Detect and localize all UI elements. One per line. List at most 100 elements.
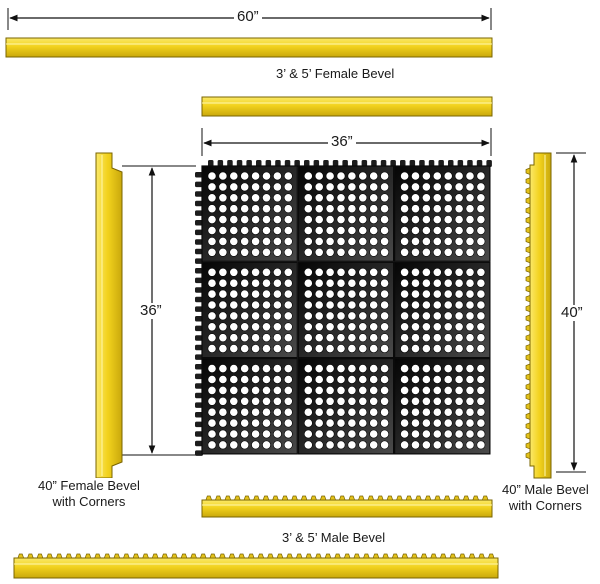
mat-drain-hole — [251, 289, 260, 299]
mat-drain-hole — [240, 429, 250, 439]
mat-drain-hole — [454, 193, 464, 203]
bevel-tooth — [132, 553, 140, 559]
bevel-tooth — [525, 216, 531, 225]
mat-drain-hole — [325, 407, 335, 417]
mat-drain-hole — [454, 429, 464, 439]
mat-drain-hole — [314, 440, 324, 450]
mat-drain-hole — [443, 236, 453, 246]
mat-drain-hole — [347, 289, 357, 299]
mat-drain-hole — [358, 396, 368, 406]
bevel-tooth — [525, 226, 531, 234]
bevel-tooth — [300, 495, 308, 501]
bevel-tooth — [329, 495, 337, 501]
mat-drain-hole — [400, 236, 409, 246]
mat-drain-hole — [272, 236, 282, 246]
mat-drain-hole — [251, 171, 260, 181]
mat-interlock-knob — [195, 316, 203, 322]
mat-drain-hole — [240, 204, 250, 214]
mat-drain-hole — [465, 300, 475, 310]
mat-drain-hole — [229, 300, 239, 310]
mat-drain-hole — [411, 278, 420, 288]
mat-drain-hole — [325, 344, 335, 353]
mat-drain-hole — [314, 182, 324, 192]
mat-drain-hole — [262, 311, 271, 321]
mat-drain-hole — [240, 418, 250, 428]
mat-drain-hole — [347, 364, 357, 373]
mat-drain-hole — [400, 226, 409, 235]
mat-drain-hole — [272, 375, 282, 384]
mat-drain-hole — [454, 215, 464, 224]
mat-drain-hole — [229, 344, 239, 353]
mat-drain-hole — [283, 364, 293, 373]
mat-drain-hole — [411, 429, 420, 439]
mat-drain-hole — [454, 440, 464, 450]
mat-drain-hole — [272, 289, 282, 299]
mat-drain-hole — [347, 182, 357, 192]
mat-drain-hole — [262, 171, 271, 181]
mat-drain-hole — [229, 247, 239, 257]
mat-interlock-knob — [195, 354, 203, 360]
mat-drain-hole — [476, 322, 486, 332]
mat-drain-hole — [207, 344, 217, 353]
mat-drain-hole — [283, 193, 293, 203]
mat-tile — [394, 165, 491, 262]
bevel-tooth — [142, 553, 149, 559]
mat-drain-hole — [465, 182, 475, 192]
mat-drain-hole — [325, 375, 335, 384]
mat-drain-hole — [358, 418, 368, 428]
mat-drain-hole — [207, 418, 217, 428]
bevel-tooth — [478, 553, 485, 559]
bevel-tooth — [319, 495, 327, 501]
mat-drain-hole — [432, 289, 442, 299]
mat-tile-grid — [201, 165, 491, 455]
mat-drain-hole — [347, 267, 357, 277]
mat-drain-hole — [314, 215, 324, 224]
female-bevel-corners-line1: 40” Female Bevel — [38, 478, 140, 493]
bevel-tooth — [525, 334, 531, 342]
mat-drain-hole — [262, 300, 271, 310]
mat-drain-hole — [272, 333, 282, 343]
mat-drain-hole — [443, 278, 453, 288]
mat-drain-hole — [465, 418, 475, 428]
bevel-tooth — [36, 553, 44, 559]
bevel-tooth — [205, 495, 213, 501]
mat-drain-hole — [358, 311, 368, 321]
mat-drain-hole — [443, 429, 453, 439]
mat-drain-hole — [476, 418, 486, 428]
mat-drain-hole — [380, 364, 389, 373]
mat-interlock-knob — [195, 440, 203, 447]
mat-drain-hole — [229, 289, 239, 299]
mat-drain-hole — [262, 182, 271, 192]
mat-drain-hole — [347, 226, 357, 235]
mat-drain-hole — [303, 396, 313, 406]
mat-drain-hole — [454, 396, 464, 406]
bevel-tooth — [180, 553, 188, 559]
mat-drain-hole — [283, 344, 293, 353]
mat-drain-hole — [229, 440, 239, 450]
mat-drain-hole — [421, 226, 431, 235]
bevel-tooth — [377, 495, 384, 501]
bevel-tooth — [247, 553, 255, 559]
mat-interlock-knob — [380, 160, 387, 167]
mat-drain-hole — [336, 289, 346, 299]
mat-drain-hole — [358, 226, 368, 235]
bevel-tooth — [525, 294, 531, 303]
mat-drain-hole — [347, 215, 357, 224]
male-bevel-corners-label: 40” Male Bevel with Corners — [502, 482, 589, 514]
mat-drain-hole — [240, 182, 250, 192]
mat-interlock-knob — [361, 160, 368, 167]
mat-drain-hole — [303, 204, 313, 214]
mat-drain-hole — [262, 385, 271, 395]
mat-drain-hole — [432, 236, 442, 246]
mat-drain-hole — [272, 429, 282, 439]
mat-drain-hole — [380, 440, 389, 450]
bevel-tooth — [267, 553, 274, 559]
mat-drain-hole — [218, 193, 228, 203]
mat-drain-hole — [207, 385, 217, 395]
mat-drain-hole — [229, 364, 239, 373]
mat-drain-hole — [443, 300, 453, 310]
mat-drain-hole — [400, 396, 409, 406]
mat-drain-hole — [411, 364, 420, 373]
mat-interlock-knob — [342, 160, 348, 167]
mat-drain-hole — [251, 322, 260, 332]
